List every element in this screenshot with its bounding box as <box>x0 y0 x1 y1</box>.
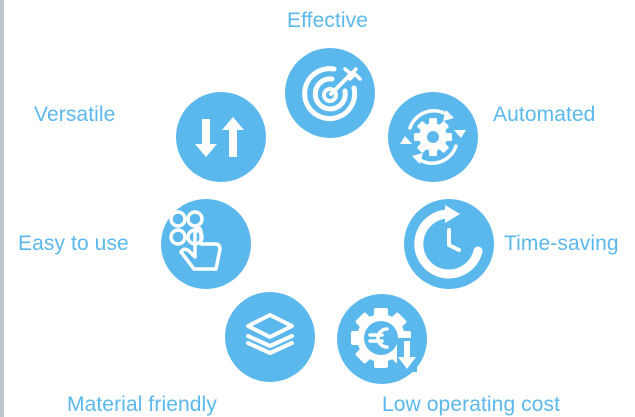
layers-icon <box>225 292 315 382</box>
touch-hand-icon <box>161 199 251 289</box>
gear-cycle-icon <box>388 92 478 182</box>
easy-to-use-icon-circle <box>161 199 251 289</box>
feature-label-automated: Automated <box>493 103 596 126</box>
feature-label-material-friendly: Material friendly <box>67 393 217 416</box>
feature-label-versatile: Versatile <box>34 103 116 126</box>
versatile-icon-circle <box>176 92 266 182</box>
up-down-arrows-icon <box>176 92 266 182</box>
feature-label-time-saving: Time-saving <box>504 232 619 255</box>
material-friendly-icon-circle <box>225 292 315 382</box>
feature-label-effective: Effective <box>287 9 369 32</box>
automated-icon-circle <box>388 92 478 182</box>
clock-refresh-icon <box>404 199 494 289</box>
target-arrow-icon <box>285 48 375 138</box>
left-edge-stripe <box>0 0 4 417</box>
effective-icon-circle <box>285 48 375 138</box>
time-saving-icon-circle <box>404 199 494 289</box>
euro-gear-icon <box>337 294 427 384</box>
feature-label-low-operating-cost: Low operating cost <box>382 393 561 416</box>
feature-label-easy-to-use: Easy to use <box>18 232 129 255</box>
low-operating-cost-icon-circle <box>337 294 427 384</box>
